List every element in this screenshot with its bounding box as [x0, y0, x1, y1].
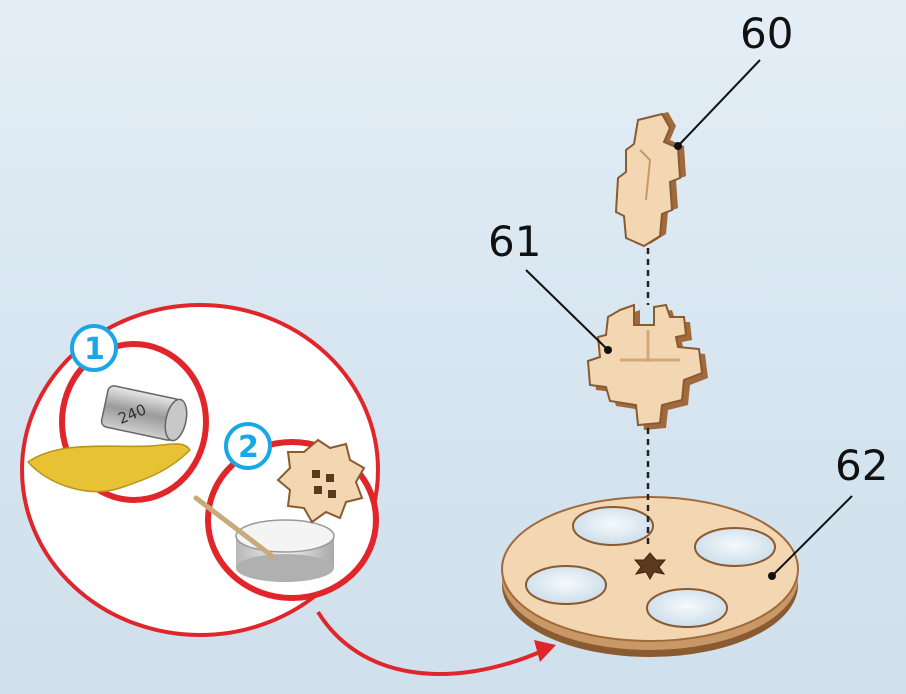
svg-text:60: 60: [740, 9, 793, 58]
glue-pot-icon: [236, 520, 334, 582]
label-60: 60: [674, 9, 793, 150]
label-61: 61: [488, 217, 612, 354]
part-62-disc: [502, 497, 798, 657]
part-60-figure: [616, 112, 686, 246]
svg-text:62: 62: [835, 441, 888, 490]
svg-text:2: 2: [238, 430, 259, 465]
callout-arrow: [318, 612, 556, 674]
part-61-cross: [588, 305, 708, 430]
tips-callout: 240 1 2: [22, 305, 378, 635]
svg-text:61: 61: [488, 217, 541, 266]
svg-text:1: 1: [84, 332, 105, 367]
